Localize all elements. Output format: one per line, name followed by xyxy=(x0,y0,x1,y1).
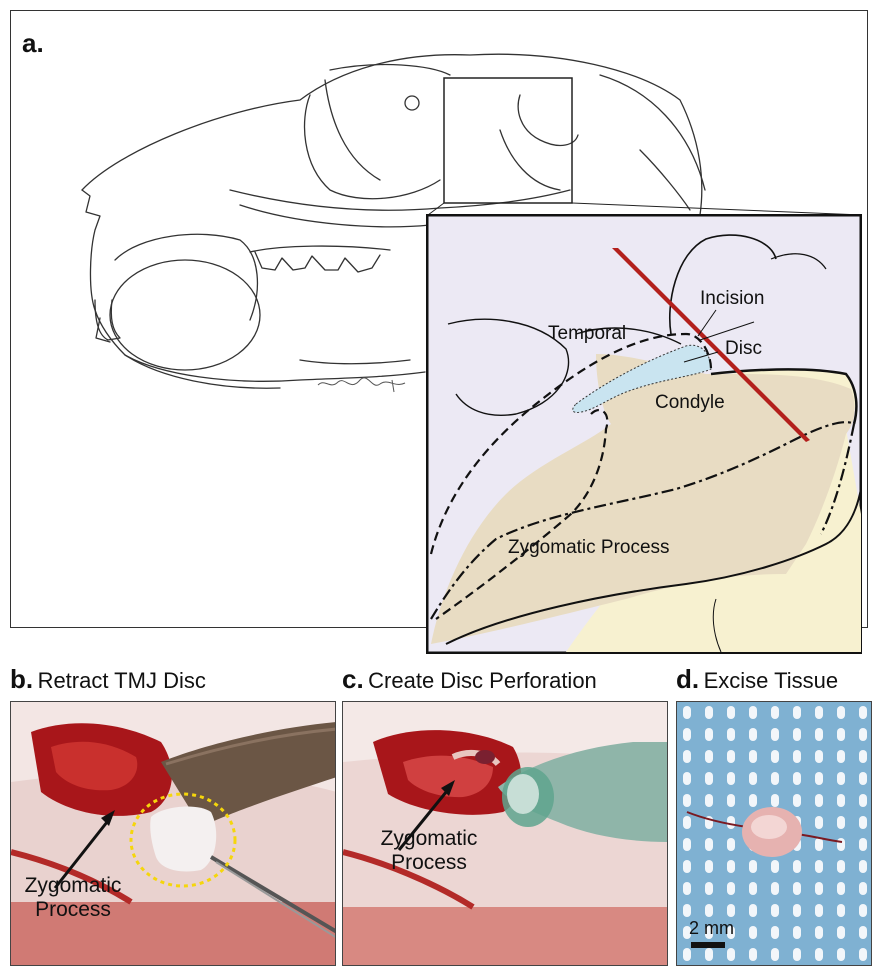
panel-b-zygomatic-label: Zygomatic Process xyxy=(13,874,133,922)
panel-c-zygomatic-label: Zygomatic Process xyxy=(369,827,489,875)
signature xyxy=(318,378,405,392)
temporal-label: Temporal xyxy=(548,323,626,345)
panel-c-header: c. Create Disc Perforation xyxy=(342,664,597,695)
mandible-fossa xyxy=(110,260,260,370)
molar-row xyxy=(255,252,380,272)
panel-c-photo: Zygomatic Process xyxy=(342,701,668,966)
scale-bar xyxy=(691,942,725,948)
panel-b-header: b. Retract TMJ Disc xyxy=(10,664,206,695)
condyle-label: Condyle xyxy=(655,392,725,414)
scale-bar-label: 2 mm xyxy=(689,916,734,940)
zoom-box xyxy=(444,78,572,203)
panel-b-title: Retract TMJ Disc xyxy=(38,668,206,693)
incision-label: Incision xyxy=(700,288,764,310)
panel-d-header: d. Excise Tissue xyxy=(676,664,838,695)
panel-d-photo: 2 mm xyxy=(676,701,872,966)
panel-d-letter: d. xyxy=(676,664,699,694)
disc-label: Disc xyxy=(725,338,762,360)
orbit xyxy=(305,95,440,199)
panel-d-title: Excise Tissue xyxy=(704,668,839,693)
panel-b-letter: b. xyxy=(10,664,33,694)
zygomatic-process-label: Zygomatic Process xyxy=(508,537,670,559)
foramen xyxy=(405,96,419,110)
disc-tissue xyxy=(150,807,216,872)
panel-c-letter: c. xyxy=(342,664,364,694)
panel-b-photo: Zygomatic Process xyxy=(10,701,336,966)
tmj-inset xyxy=(426,214,862,654)
panel-c-title: Create Disc Perforation xyxy=(368,668,597,693)
